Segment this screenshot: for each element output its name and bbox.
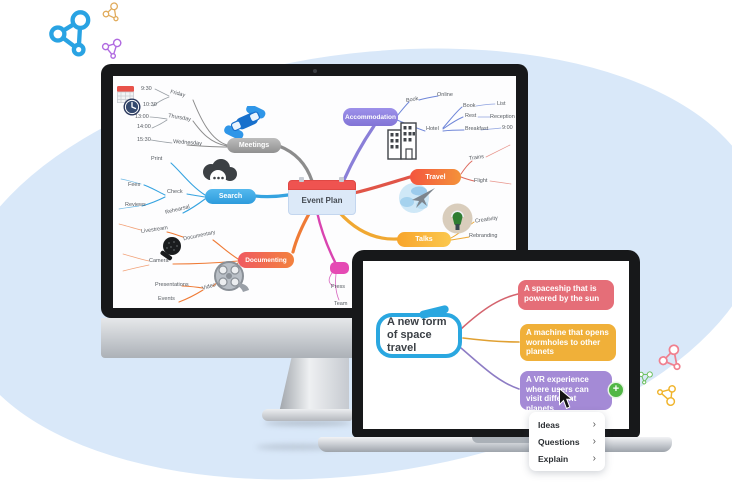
map-node-event-plan[interactable]: Event Plan — [288, 177, 356, 215]
branch-label: Rest — [465, 113, 477, 119]
chevron-right-icon: › — [592, 436, 596, 447]
chevron-right-icon: › — [592, 453, 596, 464]
film-reel-icon — [212, 261, 251, 299]
branch-label: 14:00 — [137, 124, 151, 130]
map-node-label: Accommodation — [345, 113, 396, 121]
map-node-label: Search — [218, 193, 243, 200]
menu-item-label: Ideas — [538, 419, 560, 430]
menu-item-questions[interactable]: Questions › — [529, 433, 605, 450]
map-node-label: A VR experience where users can visit di… — [526, 375, 589, 413]
branch-label: Book — [463, 103, 476, 109]
event-plan-pin — [339, 177, 344, 182]
branch-label: Check — [167, 189, 183, 195]
map-node-space-travel[interactable]: A new form of space travel — [376, 313, 462, 358]
chevron-right-icon: › — [592, 419, 596, 430]
branch-label: 10:30 — [143, 102, 157, 108]
branch-label: 13:00 — [135, 114, 149, 120]
clock-icon — [123, 98, 141, 121]
branch-label: Presentations — [155, 282, 189, 288]
menu-item-label: Explain — [538, 453, 569, 464]
map-node-talks[interactable]: Talks — [397, 232, 451, 247]
branch-label: 9:00 — [502, 125, 513, 131]
branch-label: Breakfast — [465, 126, 489, 132]
branch-label: Reception — [490, 114, 515, 120]
mouse-cursor-icon — [558, 387, 574, 415]
context-menu: Ideas › Questions › Explain › — [529, 412, 605, 471]
branch-label: List — [497, 101, 506, 107]
map-node-label: A machine that opens wormholes to other … — [526, 328, 609, 357]
monitor-stand-foot — [262, 409, 352, 421]
network-glyph-blue-icon — [44, 6, 96, 62]
ball-mic-icon — [157, 236, 184, 270]
menu-item-ideas[interactable]: Ideas › — [529, 416, 605, 433]
laptop-screen: A new form of space travel A spaceship t… — [363, 261, 629, 429]
map-node-machine[interactable]: A machine that opens wormholes to other … — [520, 324, 616, 361]
map-node-meetings[interactable]: Meetings — [227, 138, 281, 153]
add-node-button[interactable]: + — [609, 383, 623, 397]
branch-label: 15:30 — [137, 137, 151, 143]
branch-label: Fees — [128, 182, 141, 188]
laptop-shadow — [256, 444, 340, 450]
monitor-stand-shadow — [264, 420, 352, 426]
branch-label: Hotel — [426, 126, 439, 132]
branch-label: Online — [437, 92, 453, 98]
map-node-documenting[interactable]: Documenting — [238, 252, 294, 268]
network-glyph-tan-icon — [98, 0, 124, 26]
map-node-spaceship[interactable]: A spaceship that is powered by the sun — [518, 280, 614, 310]
branch-label: Press — [331, 284, 346, 290]
handshake-icon — [223, 104, 268, 143]
map-node-label: Documenting — [245, 256, 287, 264]
branch-label: Reviews — [125, 202, 146, 208]
branch-label: Print — [151, 156, 163, 162]
network-glyph-pink-icon — [651, 341, 689, 378]
map-node-label: Travel — [425, 173, 446, 181]
laptop-base-notch — [472, 437, 546, 443]
network-glyph-yellow-icon — [650, 375, 686, 412]
branch-label: Rebranding — [469, 233, 498, 239]
event-plan-header-bar — [288, 180, 356, 190]
network-glyph-purple-icon — [95, 33, 126, 63]
mic-stage-icon — [442, 203, 473, 239]
branch-label: Flight — [474, 178, 488, 184]
event-plan-pin — [299, 177, 304, 182]
branch-label: Camera — [149, 258, 169, 264]
map-node-label: A spaceship that is powered by the sun — [524, 284, 600, 303]
webcam-dot — [313, 69, 317, 73]
map-node-label: A new form of space travel — [387, 315, 447, 355]
map-node-pink[interactable] — [330, 262, 349, 274]
map-node-search[interactable]: Search — [205, 189, 256, 204]
calendar-icon — [117, 86, 135, 108]
map-node-label: Event Plan — [301, 196, 343, 205]
laptop-map-branches — [460, 293, 520, 390]
map-node-travel[interactable]: Travel — [410, 169, 461, 185]
menu-item-explain[interactable]: Explain › — [529, 450, 605, 467]
cloud-chat-icon — [198, 159, 240, 195]
map-node-accommodation[interactable]: Accommodation — [343, 108, 398, 126]
branch-label: Events — [158, 296, 175, 302]
building-icon — [385, 120, 421, 167]
map-node-label: Meetings — [238, 142, 270, 149]
mindmap-branches — [118, 88, 512, 303]
branch-label: Team — [334, 301, 348, 307]
branch-label: 9:30 — [141, 86, 152, 92]
globe-plane-icon — [396, 181, 439, 219]
map-node-label: Talks — [415, 236, 433, 243]
menu-item-label: Questions — [538, 436, 580, 447]
